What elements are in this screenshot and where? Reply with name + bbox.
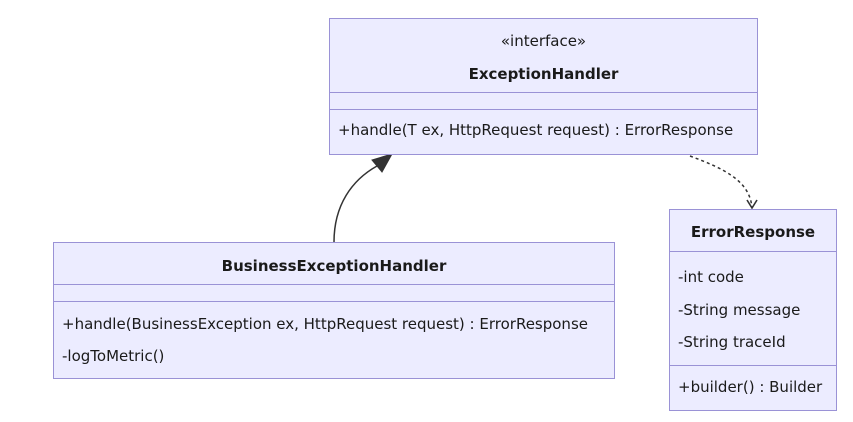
dependency-edge [689, 155, 758, 210]
methods-compartment: +handle(T ex, HttpRequest request) : Err… [330, 110, 757, 154]
method: +handle(BusinessException ex, HttpReques… [62, 315, 588, 333]
inheritance-edge [333, 165, 378, 243]
methods-compartment: +builder() : Builder [670, 366, 836, 410]
attributes-compartment [330, 93, 757, 110]
class-name: ExceptionHandler [468, 65, 619, 83]
attribute: -String message [678, 301, 801, 319]
inheritance-arrowhead [371, 153, 394, 173]
class-exception-handler[interactable]: «interface» ExceptionHandler +handle(T e… [329, 18, 758, 155]
class-name: ErrorResponse [690, 223, 816, 241]
attributes-compartment [54, 285, 614, 302]
methods-compartment: +handle(BusinessException ex, HttpReques… [54, 302, 614, 378]
attribute: -String traceId [678, 333, 786, 351]
method: +handle(T ex, HttpRequest request) : Err… [338, 121, 734, 139]
class-header: BusinessExceptionHandler [54, 243, 614, 285]
class-business-exception-handler[interactable]: BusinessExceptionHandler +handle(Busines… [53, 242, 615, 379]
class-name: BusinessExceptionHandler [221, 257, 447, 275]
class-header: «interface» ExceptionHandler [330, 19, 757, 93]
method: +builder() : Builder [678, 378, 823, 396]
class-stereotype: «interface» [500, 32, 587, 50]
method: -logToMetric() [62, 347, 165, 365]
attribute: -int code [678, 268, 744, 286]
attributes-compartment: -int code -String message -String traceI… [670, 252, 836, 366]
class-header: ErrorResponse [670, 210, 836, 252]
class-error-response[interactable]: ErrorResponse -int code -String message … [669, 209, 837, 411]
